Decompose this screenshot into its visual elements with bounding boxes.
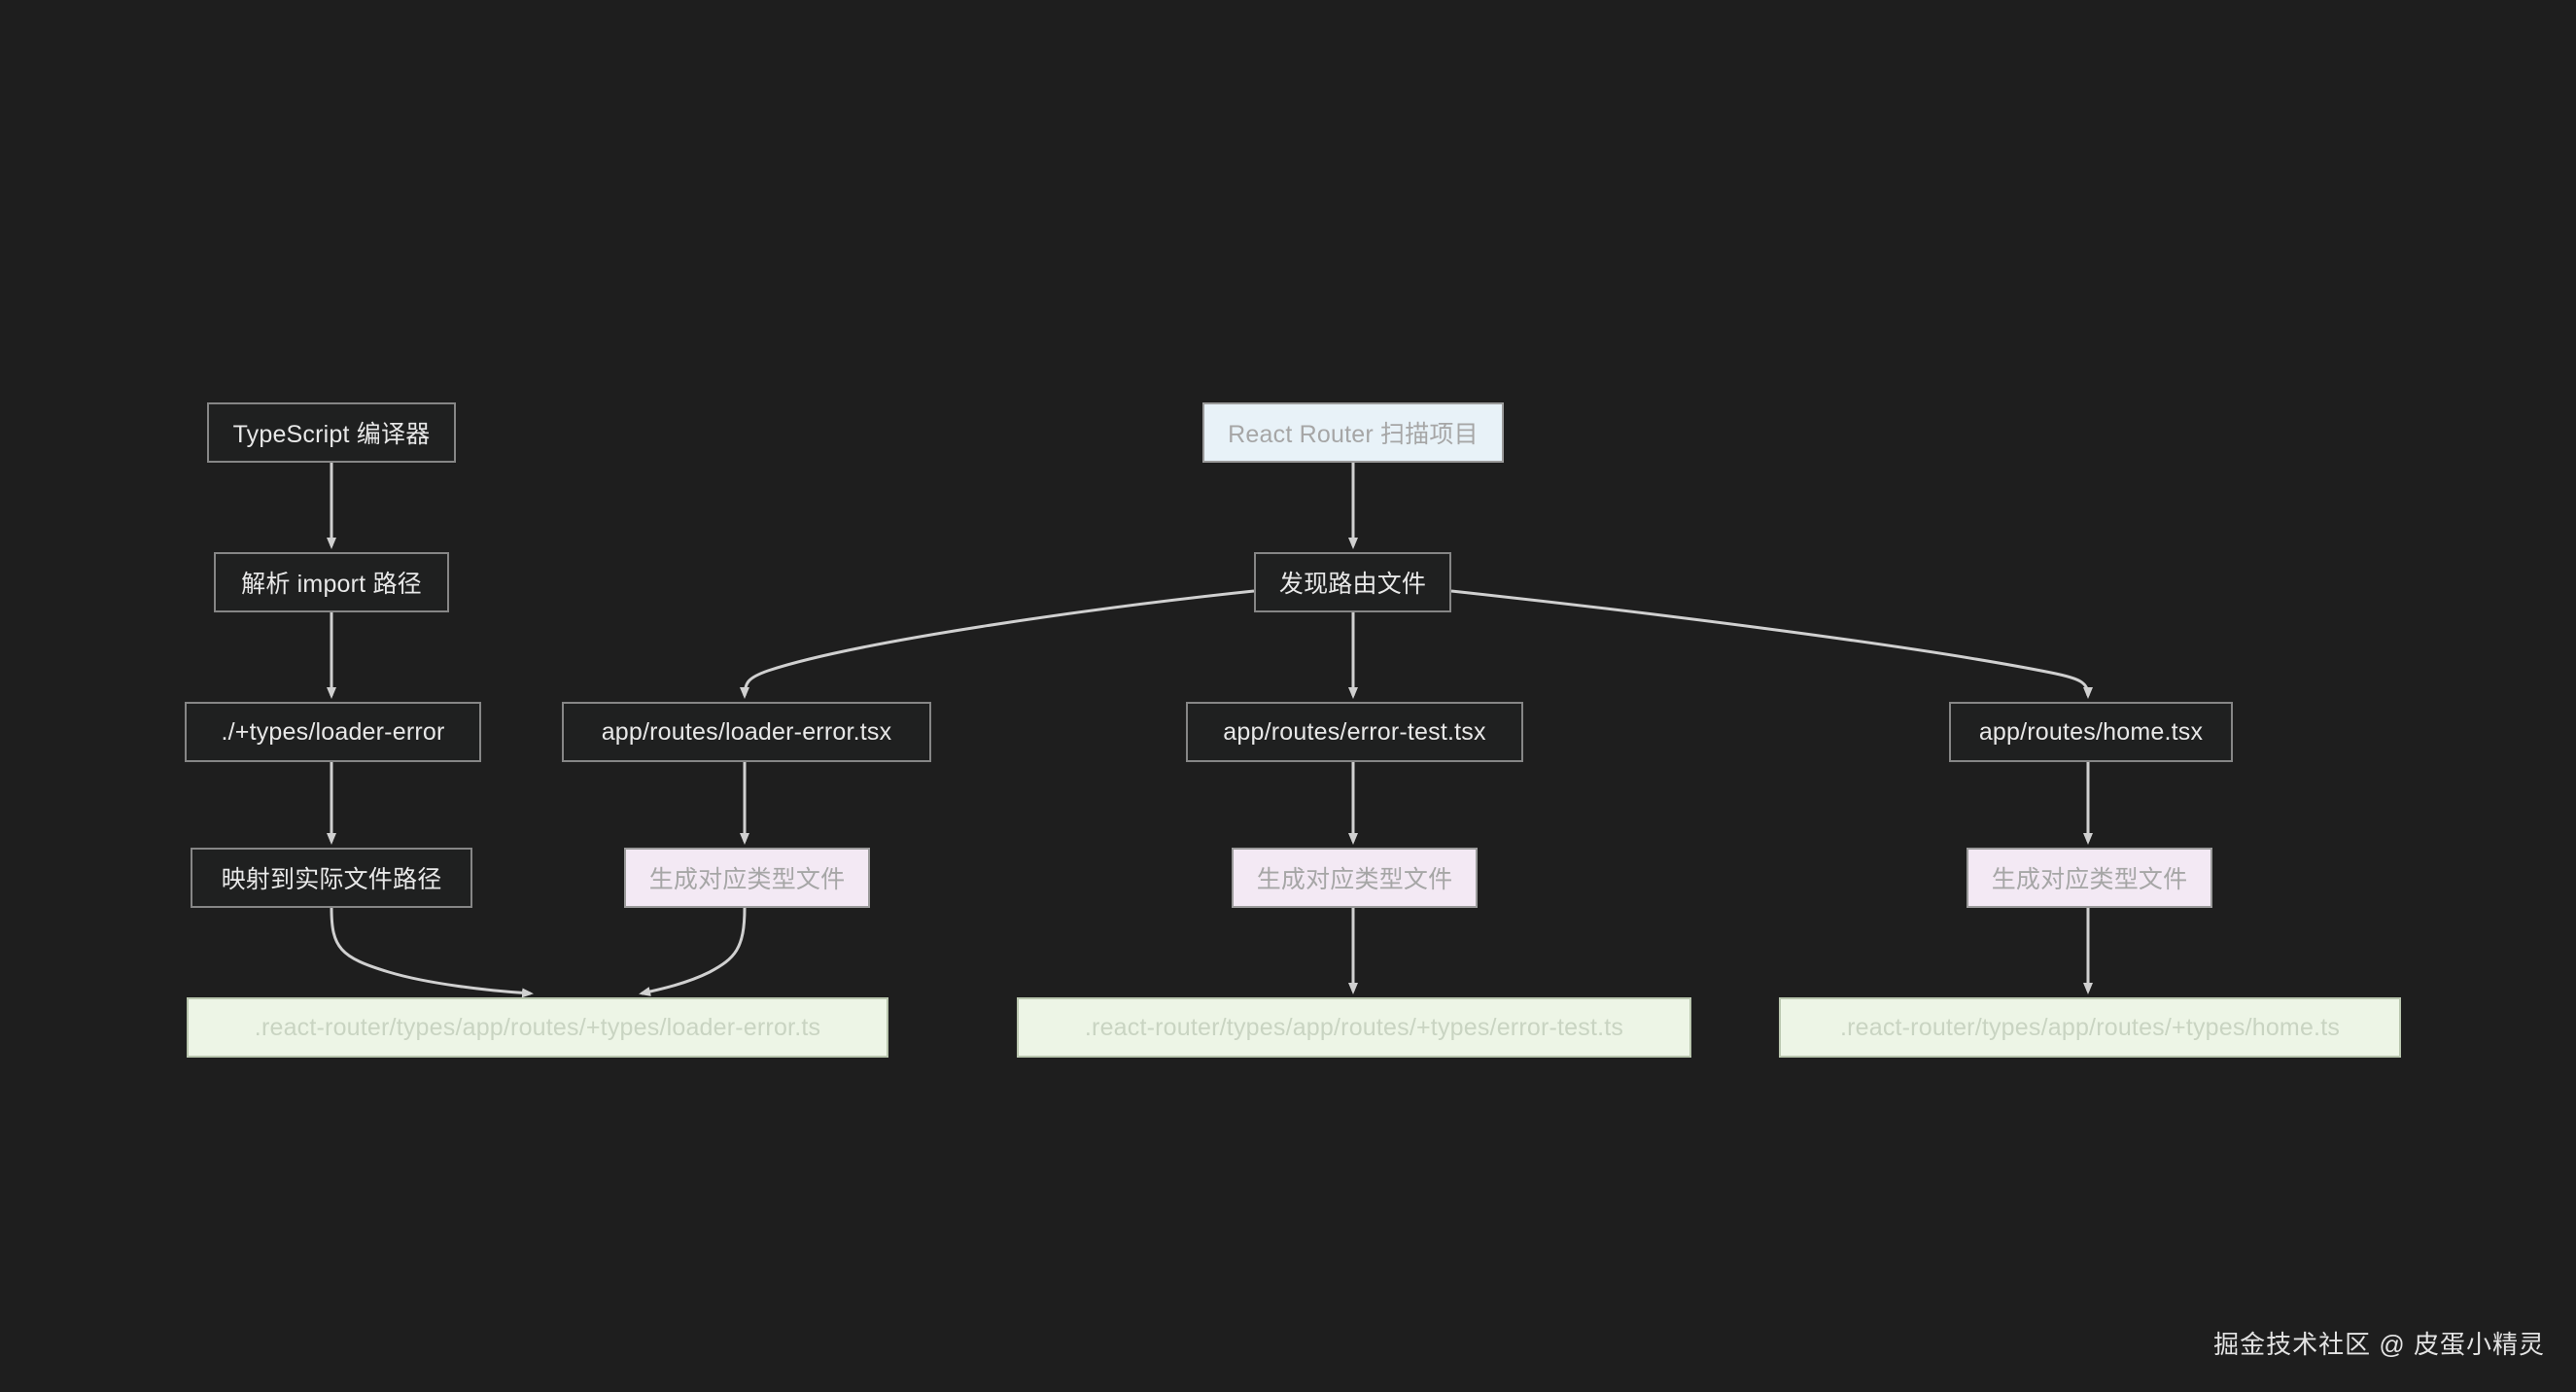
node-ts-compiler[interactable]: TypeScript 编译器 [207, 402, 456, 463]
node-label: app/routes/home.tsx [1978, 717, 2204, 746]
node-output-error-test[interactable]: .react-router/types/app/routes/+types/er… [1017, 997, 1691, 1058]
node-label: React Router 扫描项目 [1228, 421, 1479, 448]
watermark: 掘金技术社区 @ 皮蛋小精灵 [2213, 1330, 2545, 1359]
node-route-error-test[interactable]: app/routes/error-test.tsx [1186, 702, 1523, 762]
node-label: 解析 import 路径 [241, 571, 422, 598]
node-gen-types-home[interactable]: 生成对应类型文件 [1967, 848, 2212, 908]
node-output-loader-error[interactable]: .react-router/types/app/routes/+types/lo… [187, 997, 888, 1058]
node-label: ./+types/loader-error [221, 717, 445, 746]
node-label: 生成对应类型文件 [1991, 866, 2188, 893]
node-react-router-scan[interactable]: React Router 扫描项目 [1202, 402, 1504, 463]
node-gen-types-loader-error[interactable]: 生成对应类型文件 [624, 848, 870, 908]
edge-mapreal-outloader [330, 907, 534, 998]
node-output-home[interactable]: .react-router/types/app/routes/+types/ho… [1779, 997, 2401, 1058]
node-label: .react-router/types/app/routes/+types/ho… [1839, 1013, 2341, 1041]
node-label: app/routes/loader-error.tsx [601, 717, 892, 746]
node-resolve-import[interactable]: 解析 import 路径 [214, 552, 449, 612]
edge-discover-loadererror [740, 589, 1255, 699]
edge-gen1-outloader [639, 907, 747, 996]
node-label: 发现路由文件 [1278, 571, 1427, 598]
node-discover-routes[interactable]: 发现路由文件 [1254, 552, 1451, 612]
node-label: 生成对应类型文件 [648, 866, 846, 893]
node-label: TypeScript 编译器 [232, 421, 431, 448]
node-gen-types-error-test[interactable]: 生成对应类型文件 [1232, 848, 1478, 908]
node-label: .react-router/types/app/routes/+types/lo… [254, 1013, 821, 1041]
node-label: app/routes/error-test.tsx [1223, 717, 1486, 746]
node-map-real-path[interactable]: 映射到实际文件路径 [191, 848, 472, 908]
node-types-loader-error[interactable]: ./+types/loader-error [185, 702, 481, 762]
node-label: 映射到实际文件路径 [221, 866, 442, 893]
node-route-loader-error[interactable]: app/routes/loader-error.tsx [562, 702, 931, 762]
node-label: 生成对应类型文件 [1256, 866, 1453, 893]
node-route-home[interactable]: app/routes/home.tsx [1949, 702, 2233, 762]
node-label: .react-router/types/app/routes/+types/er… [1084, 1013, 1624, 1041]
edge-discover-home [1450, 589, 2093, 699]
